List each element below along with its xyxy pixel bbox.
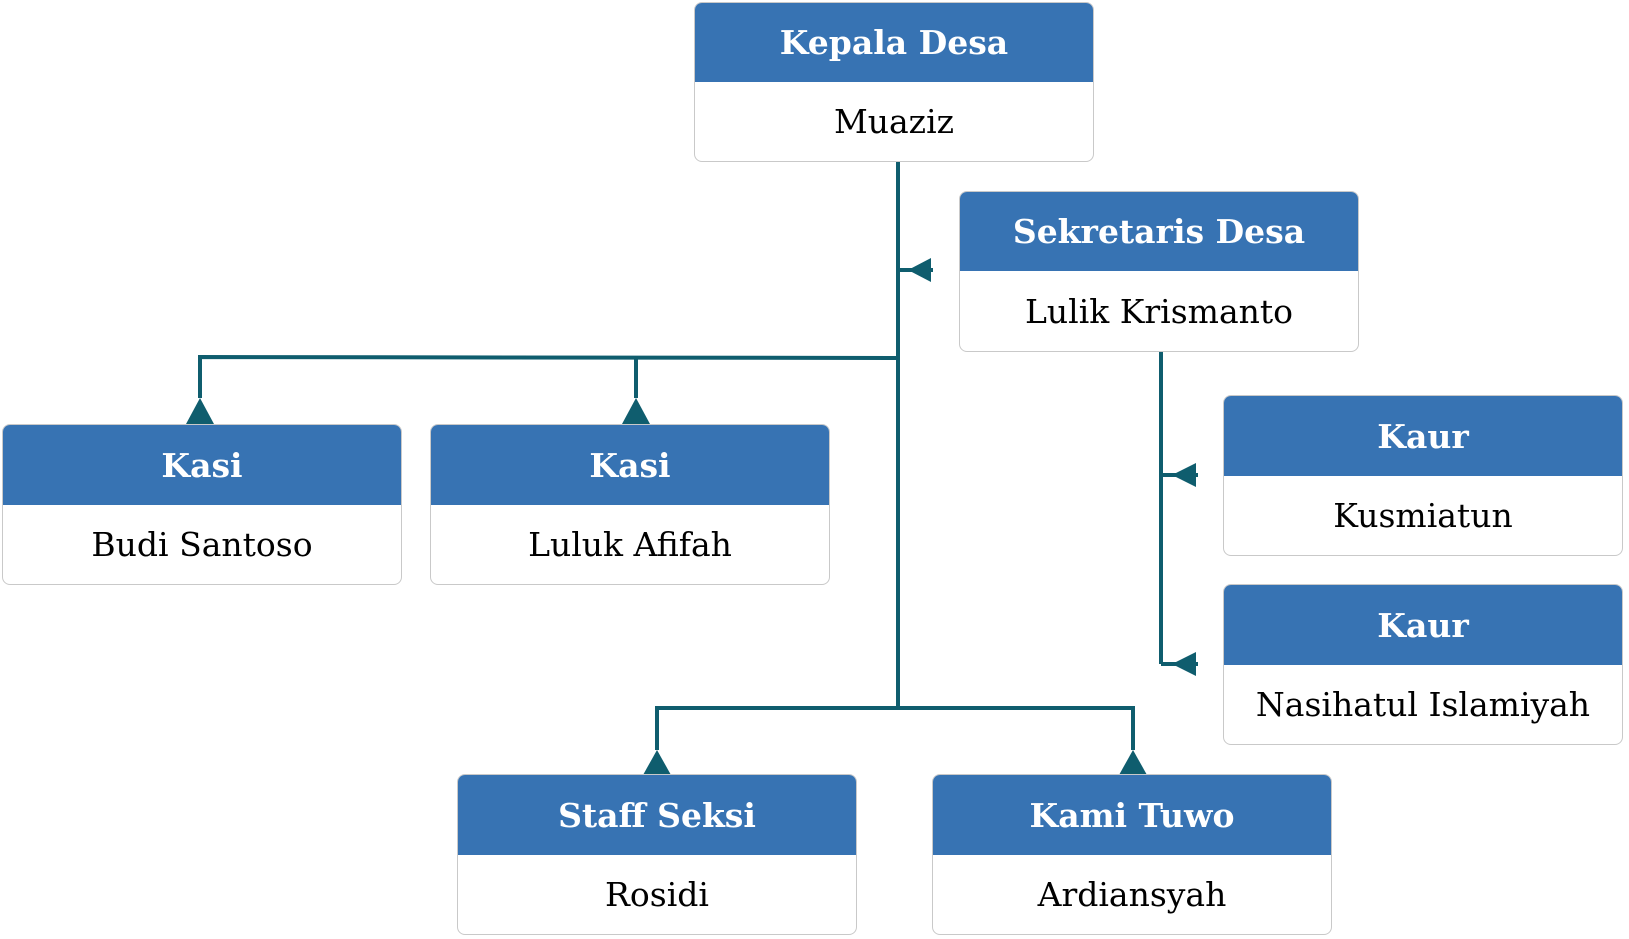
arrow-kasi-1 — [186, 398, 214, 424]
node-role: Kasi — [3, 425, 401, 505]
node-kasi-1: Kasi Budi Santoso — [2, 424, 402, 585]
node-person: Rosidi — [605, 875, 709, 914]
connector-to-kasi-1 — [198, 354, 899, 398]
node-sekretaris-desa: Sekretaris Desa Lulik Krismanto — [959, 191, 1359, 352]
arrow-kasi-2 — [622, 398, 650, 424]
node-person: Luluk Afifah — [528, 525, 732, 564]
arrow-kami-tuwo — [1119, 750, 1147, 775]
node-person: Budi Santoso — [91, 525, 313, 564]
connector-to-staff-seksi — [655, 706, 898, 750]
node-kami-tuwo: Kami Tuwo Ardiansyah — [932, 774, 1332, 935]
node-person: Ardiansyah — [1037, 875, 1227, 914]
node-kepala-desa: Kepala Desa Muaziz — [694, 2, 1094, 162]
node-role: Staff Seksi — [458, 775, 856, 855]
connector-to-kami-tuwo — [898, 706, 1135, 750]
node-person: Nasihatul Islamiyah — [1255, 685, 1591, 724]
arrow-sekretaris-desa — [908, 258, 931, 282]
node-person: Muaziz — [833, 102, 955, 141]
node-role: Kaur — [1224, 396, 1622, 476]
node-role: Kasi — [431, 425, 829, 505]
node-kaur-2: Kaur Nasihatul Islamiyah — [1223, 584, 1623, 745]
node-kasi-2: Kasi Luluk Afifah — [430, 424, 830, 585]
arrow-kaur-2 — [1172, 652, 1196, 676]
node-role: Kepala Desa — [695, 3, 1093, 82]
node-role: Kaur — [1224, 585, 1622, 665]
node-person: Lulik Krismanto — [1024, 291, 1294, 331]
arrow-staff-seksi — [643, 750, 671, 775]
node-kaur-1: Kaur Kusmiatun — [1223, 395, 1623, 556]
arrow-kaur-1 — [1172, 463, 1196, 487]
node-staff-seksi: Staff Seksi Rosidi — [457, 774, 857, 935]
node-person: Kusmiatun — [1333, 496, 1513, 535]
node-role: Sekretaris Desa — [960, 192, 1358, 271]
node-role: Kami Tuwo — [933, 775, 1331, 855]
